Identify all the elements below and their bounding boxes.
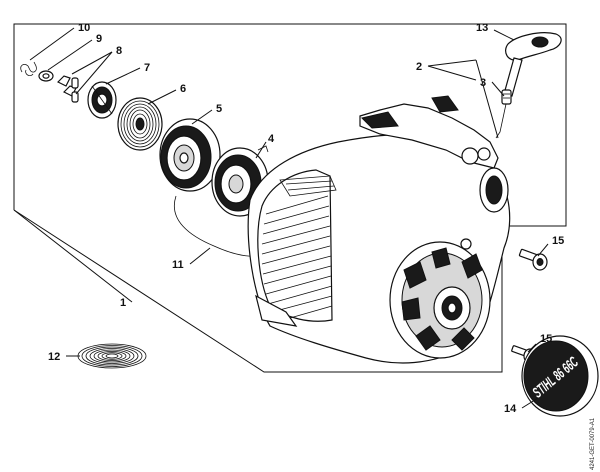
grille-ribs [261,195,333,319]
callout-4: 4 [268,133,275,145]
leader-lines [13,27,549,409]
part-15-screw-upper [518,248,548,271]
callout-10: 10 [78,22,90,34]
part-14-badge-cover: STIHL 86 66C [521,335,599,417]
part-1-fan-housing [247,95,511,364]
reference-code: 4241-GET-0079-A1 [590,417,596,470]
part-12-spiral-spring [77,343,147,369]
part-13-starter-grip [503,32,562,97]
fan-wheel [389,238,491,359]
part-2-rope-end [495,103,507,139]
callout-3: 3 [480,77,486,89]
callout-13: 13 [476,22,488,34]
callout-1: 1 [120,297,126,309]
callout-8: 8 [116,45,122,57]
part-7-rope-rotor [87,81,117,119]
part-10-spring-clip [20,61,37,77]
part-5-pulley [159,118,221,192]
assembly-frame [13,23,567,373]
part-3-rope-guide [501,89,512,105]
callout-11: 11 [172,259,184,271]
part-4-spring-housing [211,145,269,217]
callout-9: 9 [96,33,102,45]
callout-12: 12 [48,351,60,363]
part-8-pawls [56,75,79,103]
callout-6: 6 [180,83,186,95]
callout-7: 7 [144,62,150,74]
part-9-washer [38,70,54,82]
callout-5: 5 [216,103,222,115]
callout-15-lower: 15 [540,333,552,345]
callout-2: 2 [416,61,422,73]
part-6-rewind-spring [117,97,163,151]
callout-15-upper: 15 [552,235,564,247]
callout-labels: 10 9 8 7 6 5 4 13 2 3 11 1 15 12 15 14 [48,22,564,415]
callout-14: 14 [504,403,517,415]
